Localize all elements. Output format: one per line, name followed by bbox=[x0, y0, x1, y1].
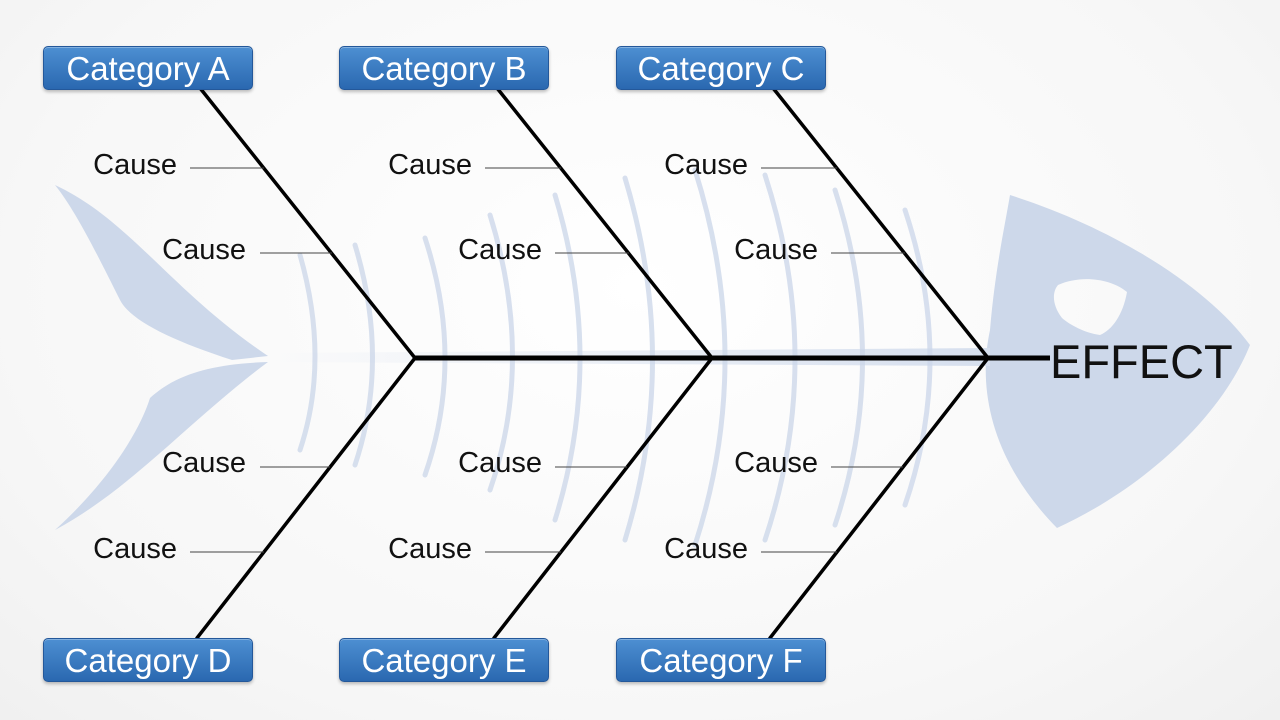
cause-label-d-1: Cause bbox=[162, 447, 246, 479]
fish-tail-lower bbox=[55, 362, 268, 530]
category-c-box: Category C bbox=[616, 46, 826, 90]
cause-label-e-2: Cause bbox=[388, 533, 472, 565]
fish-rib bbox=[352, 242, 375, 468]
category-bones bbox=[195, 86, 990, 640]
bone-category-c bbox=[771, 86, 990, 360]
cause-label-f-1: Cause bbox=[734, 447, 818, 479]
cause-label-b-2: Cause bbox=[458, 234, 542, 266]
bone-category-a bbox=[198, 86, 417, 360]
category-e-box: Category E bbox=[339, 638, 549, 682]
cause-label-f-2: Cause bbox=[664, 533, 748, 565]
cause-label-a-2: Cause bbox=[162, 234, 246, 266]
bone-category-e bbox=[492, 356, 714, 640]
fish-head bbox=[985, 195, 1250, 528]
bone-category-f bbox=[768, 356, 990, 640]
category-f-box: Category F bbox=[616, 638, 826, 682]
category-b-box: Category B bbox=[339, 46, 549, 90]
cause-connectors bbox=[190, 167, 905, 553]
fish-rib bbox=[297, 252, 318, 453]
cause-label-d-2: Cause bbox=[93, 533, 177, 565]
cause-label-a-1: Cause bbox=[93, 149, 177, 181]
cause-label-c-1: Cause bbox=[664, 149, 748, 181]
effect-label: EFFECT bbox=[1050, 335, 1233, 388]
bone-category-d bbox=[195, 356, 417, 640]
cause-label-c-2: Cause bbox=[734, 234, 818, 266]
category-a-box: Category A bbox=[43, 46, 253, 90]
cause-label-b-1: Cause bbox=[388, 149, 472, 181]
fish-tail-upper bbox=[55, 185, 268, 360]
cause-label-e-1: Cause bbox=[458, 447, 542, 479]
category-d-box: Category D bbox=[43, 638, 253, 682]
bone-category-b bbox=[495, 86, 714, 360]
